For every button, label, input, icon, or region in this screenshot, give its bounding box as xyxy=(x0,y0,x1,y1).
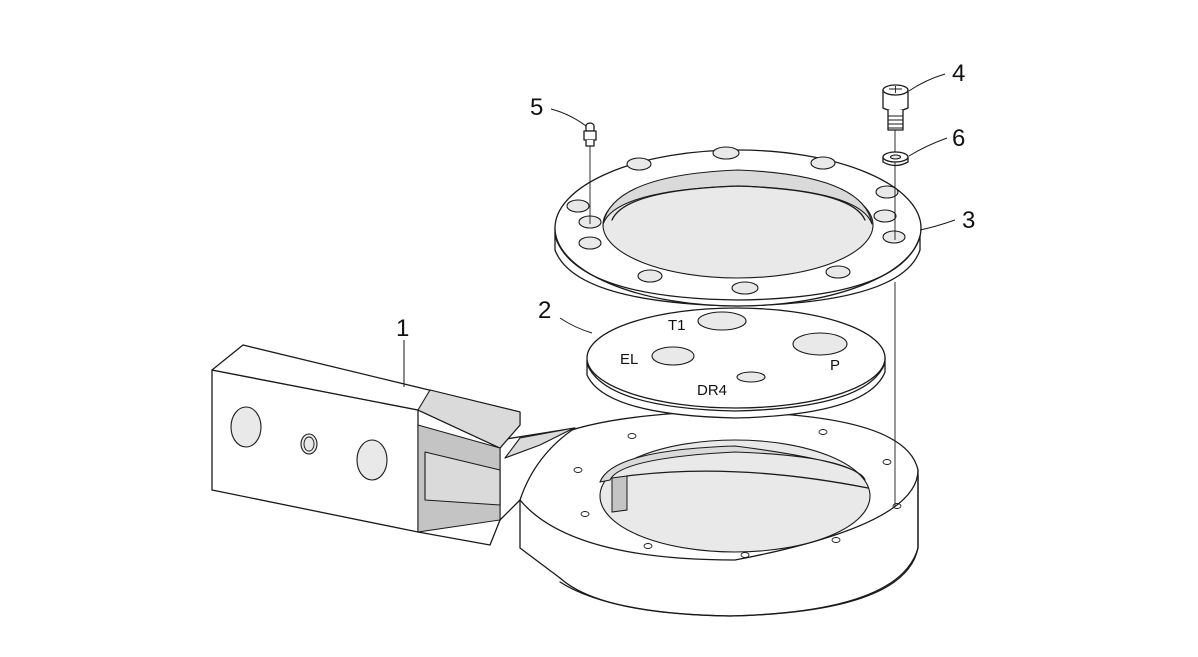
callout-4: 4 xyxy=(952,60,965,87)
part-2-port-plate xyxy=(586,307,886,419)
port-label-p: P xyxy=(830,357,840,374)
callout-leaders xyxy=(403,73,956,387)
port-label-el: EL xyxy=(620,351,638,368)
base-ring-bolt-holes xyxy=(573,429,902,558)
port-hole-el xyxy=(651,346,695,366)
port-hole-t1 xyxy=(697,311,747,331)
callout-1: 1 xyxy=(396,315,409,342)
callout-6: 6 xyxy=(952,125,965,152)
part-3-flange-ring xyxy=(554,146,922,307)
part-6-washer xyxy=(882,151,909,167)
part-4-socket-screw xyxy=(882,84,909,131)
port-hole-dr4 xyxy=(736,371,766,383)
part-5-grease-nipple xyxy=(583,122,597,147)
port-label-dr4: DR4 xyxy=(697,382,727,399)
assembly-axis-lines xyxy=(589,130,896,506)
callout-2: 2 xyxy=(538,297,551,324)
port-label-t1: T1 xyxy=(668,317,686,334)
part-1-arm-base xyxy=(211,344,919,617)
callout-5: 5 xyxy=(530,94,543,121)
callout-3: 3 xyxy=(962,207,975,234)
port-hole-p xyxy=(792,332,848,356)
